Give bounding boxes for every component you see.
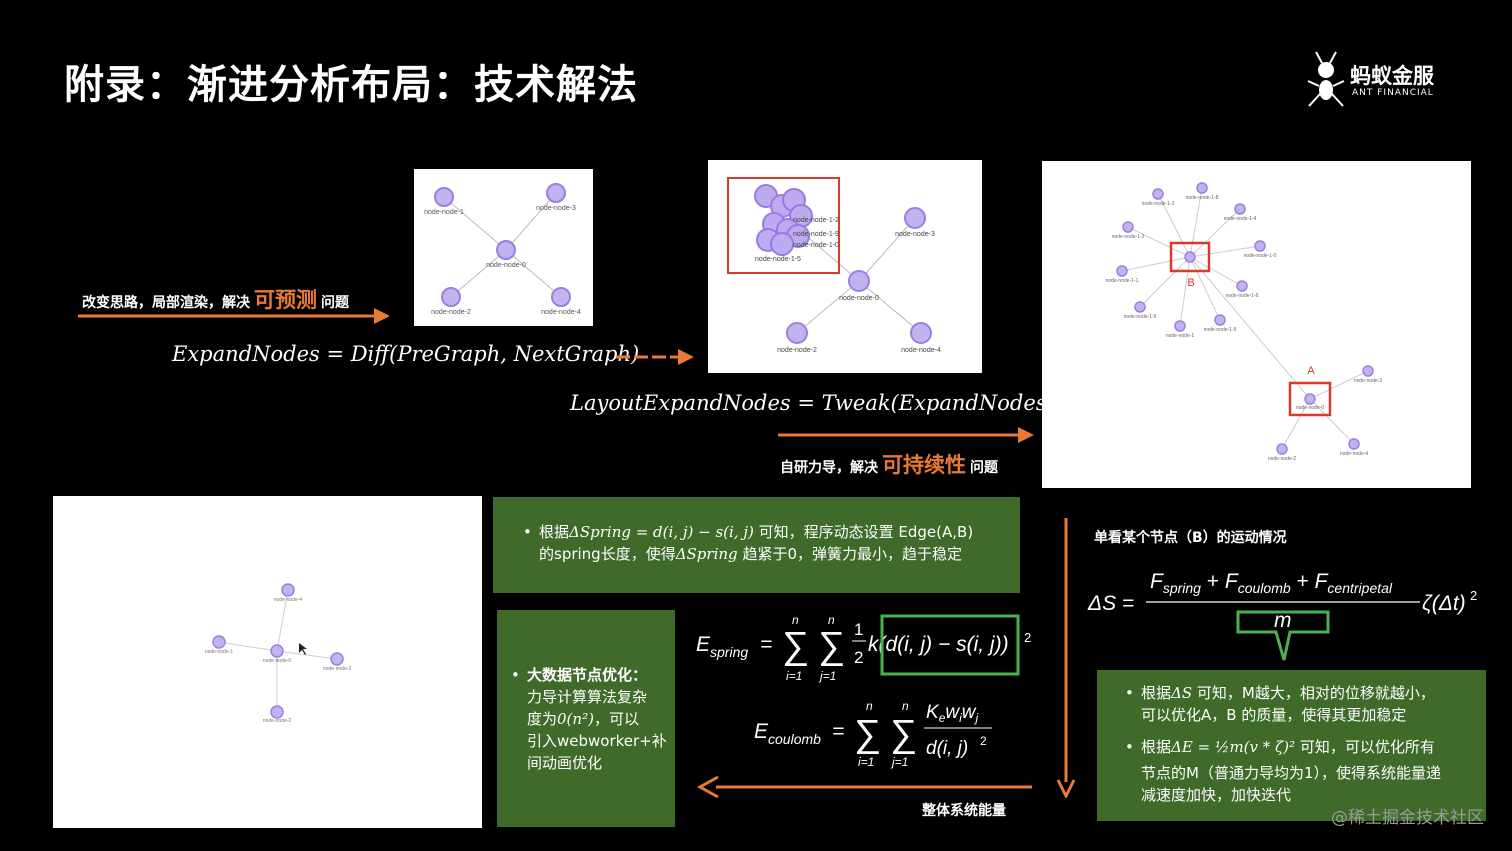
g3-label: node-node-1 xyxy=(1166,333,1195,339)
big-data-optimization-box: • 大数据节点优化： 力导计算算法复杂 度为0(n²)，可以 引入webwork… xyxy=(497,610,675,827)
svg-text:ΔS =: ΔS = xyxy=(1087,592,1134,615)
svg-text:∑: ∑ xyxy=(854,713,881,755)
svg-text:n: n xyxy=(902,699,909,713)
caption-predictable: 改变思路，局部渲染，解决可预测问题 xyxy=(82,288,349,312)
svg-text:j=1: j=1 xyxy=(818,669,836,683)
svg-text:∑: ∑ xyxy=(890,713,917,755)
energy-equations: Espring = ∑ n i=1 ∑ n j=1 1 2 k(d(i, j) − … xyxy=(696,613,1031,769)
box-a xyxy=(1288,381,1332,417)
caption-sustainable: 自研力导，解决可持续性问题 xyxy=(780,453,998,477)
graph-layout-svg: B A node-node-1-3 node-node-1-8 node-nod… xyxy=(1106,182,1383,462)
g3-label: node-node-4 xyxy=(1340,451,1369,457)
g3-label: node-node-1-9 xyxy=(1124,314,1157,320)
svg-text:2: 2 xyxy=(854,648,863,667)
formula-layout-expand-nodes: LayoutExpandNodes = Tweak(ExpandNodes) xyxy=(570,391,1055,415)
logo-chinese: 蚂蚁金服 xyxy=(1350,64,1434,88)
svg-text:k(d(i, j) − s(i, j)): k(d(i, j) − s(i, j)) xyxy=(868,633,1009,656)
page-title: 附录：渐进分析布局：技术解法 xyxy=(64,62,638,108)
box-b xyxy=(1169,241,1211,273)
delta-s-formula: ΔS = Fspring + Fcoulomb + Fcentripetal m… xyxy=(1087,570,1477,661)
svg-text:2: 2 xyxy=(1470,588,1477,603)
g3-label: node-node-1-1 xyxy=(1106,278,1139,284)
single-node-title: 单看某个节点（B）的运动情况 xyxy=(1094,530,1287,546)
g3-label: node-node-0 xyxy=(1296,405,1325,411)
graph-dynamic: node-node-4 node-node-1 node-node-0 node… xyxy=(53,496,482,828)
arrow-left-energy xyxy=(696,775,1032,799)
graph-expand-svg: node-node-1-2 node-node-1-9 node-node-1-… xyxy=(727,177,941,354)
logo-english: ANT FINANCIAL xyxy=(1352,88,1434,98)
mass-optimization-box: • 根据ΔS 可知，M越大，相对的位移就越小， 可以优化A，B 的质量，使得其更… xyxy=(1097,670,1486,821)
graph-initial: node-node-1 node-node-3 node-node-0 node… xyxy=(414,169,593,326)
arrow-down xyxy=(1056,518,1076,798)
g3-label: node-node-1-0 xyxy=(1244,253,1277,259)
svg-text:=: = xyxy=(832,720,844,743)
g4-label: node-node-3 xyxy=(323,666,352,672)
g2-label: node-node-1-0 xyxy=(793,242,839,249)
graph-dynamic-svg: node-node-4 node-node-1 node-node-0 node… xyxy=(205,583,352,724)
graph-layout: B A node-node-1-3 node-node-1-8 node-nod… xyxy=(1042,161,1471,488)
graph-initial-svg: node-node-1 node-node-3 node-node-0 node… xyxy=(424,183,581,316)
spring-explanation-box: • 根据ΔSpring = d(i, j) − s(i, j) 可知，程序动态设… xyxy=(493,497,1020,593)
g3-label: node-node-1-4 xyxy=(1224,216,1257,222)
svg-text:Ecoulomb: Ecoulomb xyxy=(754,720,821,747)
arrow-right-2 xyxy=(616,349,694,365)
svg-text:j=1: j=1 xyxy=(890,755,908,769)
svg-text:1: 1 xyxy=(854,620,863,639)
highlight-box xyxy=(727,177,840,274)
g3-label: node-node-3 xyxy=(1354,378,1383,384)
marker-b: B xyxy=(1187,277,1194,289)
g3-label: node-node-1-5 xyxy=(1204,327,1237,333)
svg-text:=: = xyxy=(760,633,772,656)
g2-label: node-node-4 xyxy=(901,347,941,354)
formula-expand-nodes: ExpandNodes = Diff(PreGraph, NextGraph) xyxy=(172,342,640,366)
svg-text:n: n xyxy=(866,699,873,713)
ant-icon xyxy=(1307,51,1345,107)
g4-label: node-node-4 xyxy=(274,597,303,603)
marker-a: A xyxy=(1307,365,1315,377)
g4-label: node-node-1 xyxy=(205,649,234,655)
svg-text:2: 2 xyxy=(1024,630,1031,645)
ant-financial-logo: 蚂蚁金服 ANT FINANCIAL xyxy=(1306,48,1446,112)
g2-label: node-node-1-9 xyxy=(793,231,839,238)
g3-label: node-node-2 xyxy=(1268,456,1297,462)
svg-text:n: n xyxy=(828,613,835,627)
g4-label: node-node-0 xyxy=(263,658,292,664)
energy-label: 整体系统能量 xyxy=(922,803,1006,819)
g2-label: node-node-1-2 xyxy=(793,217,839,224)
g1-label: node-node-2 xyxy=(431,309,471,316)
cursor-icon xyxy=(299,643,307,655)
g2-label: node-node-2 xyxy=(777,347,817,354)
svg-text:ζ(Δt): ζ(Δt) xyxy=(1422,592,1466,615)
svg-text:d(i, j): d(i, j) xyxy=(926,738,968,759)
g1-label: node-node-1 xyxy=(424,209,464,216)
g2-label: node-node-3 xyxy=(895,231,935,238)
g3-label: node-node-1-8 xyxy=(1186,195,1219,201)
g1-label: node-node-3 xyxy=(536,205,576,212)
svg-text:m: m xyxy=(1274,609,1292,632)
arrow-right-3 xyxy=(778,427,1034,443)
svg-text:Fspring + Fcoulomb + Fcentripe: Fspring + Fcoulomb + Fcentripetal xyxy=(1150,570,1393,596)
svg-text:n: n xyxy=(792,613,799,627)
svg-text:∑: ∑ xyxy=(782,625,809,667)
g1-label: node-node-0 xyxy=(486,262,526,269)
g1-label: node-node-4 xyxy=(541,309,581,316)
arrow-right-1 xyxy=(78,308,390,324)
svg-text:Kewiwj: Kewiwj xyxy=(926,702,979,725)
svg-text:i=1: i=1 xyxy=(858,755,874,769)
g4-label: node-node-2 xyxy=(263,718,292,724)
svg-text:i=1: i=1 xyxy=(786,669,802,683)
svg-text:∑: ∑ xyxy=(818,625,845,667)
g2-label: node-node-1-5 xyxy=(755,256,801,263)
g2-label: node-node-0 xyxy=(839,295,879,302)
g3-label: node-node-1-6 xyxy=(1226,293,1259,299)
svg-text:Espring: Espring xyxy=(696,633,748,660)
graph-expand: node-node-1-2 node-node-1-9 node-node-1-… xyxy=(708,160,982,373)
g3-label: node-node-1-3 xyxy=(1142,201,1175,207)
svg-text:2: 2 xyxy=(980,734,987,748)
g3-label: node-node-1-2 xyxy=(1112,234,1145,240)
watermark: @稀土掘金技术社区 xyxy=(1331,808,1484,828)
